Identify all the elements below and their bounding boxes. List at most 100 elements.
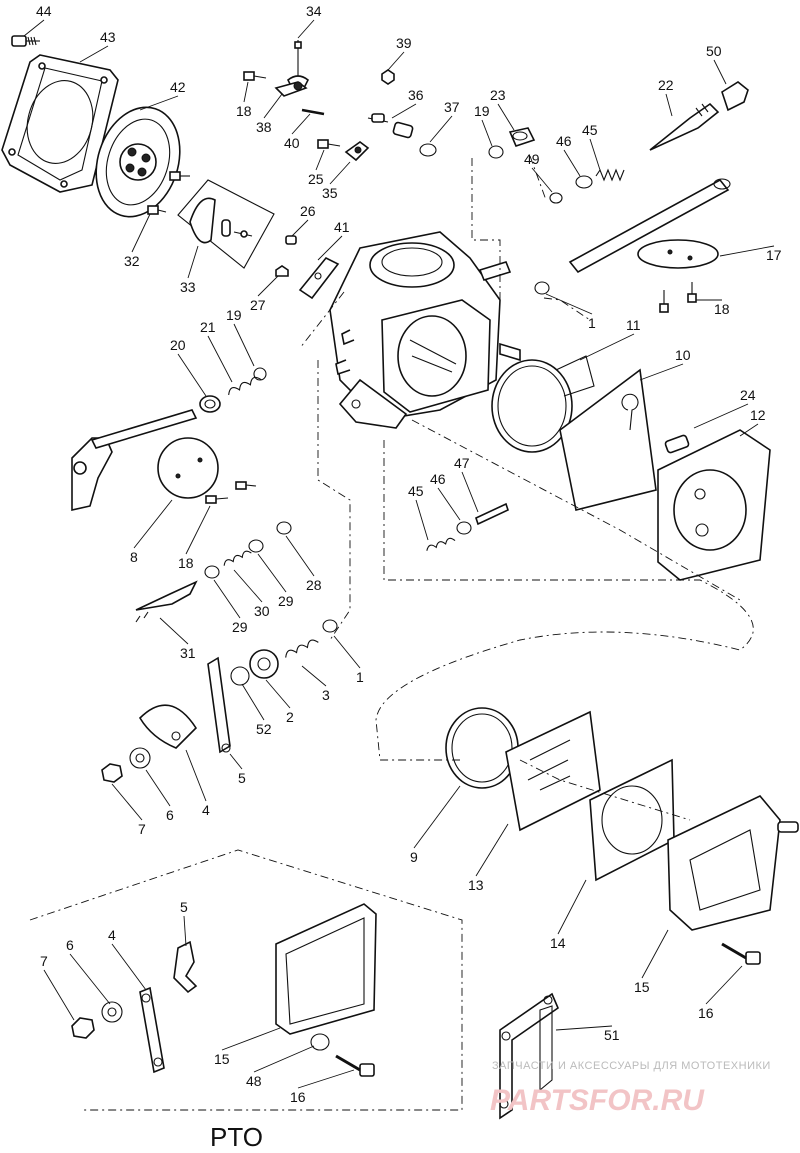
callout-label-8: 8 — [130, 549, 138, 565]
callout-leader-15 — [641, 929, 669, 979]
callout-label-7: 7 — [138, 821, 146, 837]
part-44-screw — [11, 35, 40, 47]
callout-label-16: 16 — [698, 1005, 714, 1021]
callout-leader-24 — [693, 403, 749, 429]
part-52-washer — [230, 666, 250, 686]
part-18-screw-mid — [205, 481, 257, 504]
callout-leader-14 — [557, 879, 587, 935]
callout-label-19: 19 — [474, 103, 490, 119]
callout-label-34: 34 — [306, 3, 322, 19]
callout-label-1: 1 — [588, 315, 596, 331]
callout-leader-2 — [265, 679, 291, 709]
part-30-spring — [223, 550, 252, 566]
callout-leader-5 — [183, 915, 187, 947]
part-31-mixture-needle — [135, 580, 198, 623]
part-29-oring — [204, 539, 264, 579]
part-1-oring-lower — [322, 619, 338, 633]
part-33-needle-valve-kit — [177, 179, 275, 269]
callout-leader-7 — [43, 969, 75, 1021]
callout-leader-1 — [333, 635, 361, 669]
part-18-screws-pair — [659, 282, 697, 313]
pto-inset-frame — [29, 849, 463, 1111]
callout-label-38: 38 — [256, 119, 272, 135]
part-screw-small — [147, 171, 190, 215]
callout-leader-37 — [429, 115, 453, 143]
callout-label-46: 46 — [556, 133, 572, 149]
callout-label-24: 24 — [740, 387, 756, 403]
callout-label-10: 10 — [675, 347, 691, 363]
callout-leader-35 — [329, 161, 351, 185]
callout-label-32: 32 — [124, 253, 140, 269]
part-7-nut — [101, 763, 123, 783]
part-17-throttle-plate — [637, 239, 719, 269]
part-39-nut — [381, 69, 395, 85]
callout-label-47: 47 — [454, 455, 470, 471]
callout-leader-29 — [213, 579, 241, 619]
part-13-diaphragm — [505, 710, 601, 832]
callout-leader-16 — [705, 965, 743, 1005]
part-21-spring — [228, 376, 262, 396]
callout-label-18: 18 — [178, 555, 194, 571]
part-5-lever — [207, 656, 231, 754]
part-14-gasket — [589, 758, 675, 882]
part-4-cam — [138, 704, 198, 749]
part-46-washer-mid — [456, 521, 472, 535]
callout-leader-49 — [531, 167, 553, 193]
part-11-gasket — [491, 355, 595, 453]
callout-label-2: 2 — [286, 709, 294, 725]
callout-leader-52 — [241, 683, 265, 721]
callout-leader-34 — [297, 19, 315, 39]
part-47-pin — [475, 502, 509, 526]
part-49-oring — [549, 192, 563, 204]
callout-leader-21 — [207, 335, 233, 383]
callout-leader-15 — [221, 1027, 281, 1051]
callout-leader-36 — [391, 103, 417, 119]
pto-part-16-screw — [335, 1054, 375, 1077]
callout-label-15: 15 — [214, 1051, 230, 1067]
part-38-lever — [274, 81, 308, 97]
part-25-screw — [317, 139, 341, 149]
callout-label-46: 46 — [430, 471, 446, 487]
callout-label-51: 51 — [604, 1027, 620, 1043]
part-35-clip — [344, 141, 370, 162]
callout-leader-42 — [139, 95, 179, 111]
part-2-seat — [249, 649, 279, 679]
part-37-oring — [419, 143, 437, 157]
callout-leader-31 — [159, 617, 189, 645]
callout-label-4: 4 — [108, 927, 116, 943]
callout-label-26: 26 — [300, 203, 316, 219]
callout-leader-33 — [187, 245, 199, 279]
pto-part-5-bracket — [173, 940, 198, 994]
callout-label-44: 44 — [36, 3, 52, 19]
part-45-spring — [595, 168, 625, 182]
part-36-needle-seat — [367, 113, 414, 139]
callout-leader-12 — [739, 423, 759, 437]
callout-label-1: 1 — [356, 669, 364, 685]
callout-label-5: 5 — [238, 770, 246, 786]
part-40-pin — [301, 108, 325, 116]
callout-label-45: 45 — [408, 483, 424, 499]
callout-leader-25 — [315, 149, 325, 171]
callout-leader-50 — [713, 59, 727, 85]
callout-label-16: 16 — [290, 1089, 306, 1105]
callout-label-49: 49 — [524, 151, 540, 167]
part-15-cover — [667, 795, 799, 931]
part-27-plug — [275, 265, 289, 277]
callout-leader-32 — [131, 213, 151, 253]
part-51-bracket — [499, 992, 559, 1120]
callout-label-13: 13 — [468, 877, 484, 893]
callout-leader-48 — [253, 1045, 315, 1073]
callout-leader-8 — [133, 499, 173, 549]
callout-leader-17 — [719, 245, 775, 257]
callout-leader-7 — [111, 783, 143, 821]
part-8-throttle-plate — [157, 437, 219, 499]
callout-leader-45 — [415, 499, 429, 541]
watermark: ЗАПЧАСТИ И АКСЕССУАРЫ ДЛЯ МОТОТЕХНИКИ PA… — [490, 1060, 770, 1117]
callout-label-18: 18 — [714, 301, 730, 317]
part-46-washer — [575, 175, 593, 189]
callout-label-7: 7 — [40, 953, 48, 969]
pto-part-4-lever — [139, 986, 165, 1074]
callout-label-18: 18 — [236, 103, 252, 119]
callout-leader-47 — [461, 471, 479, 513]
callout-label-33: 33 — [180, 279, 196, 295]
